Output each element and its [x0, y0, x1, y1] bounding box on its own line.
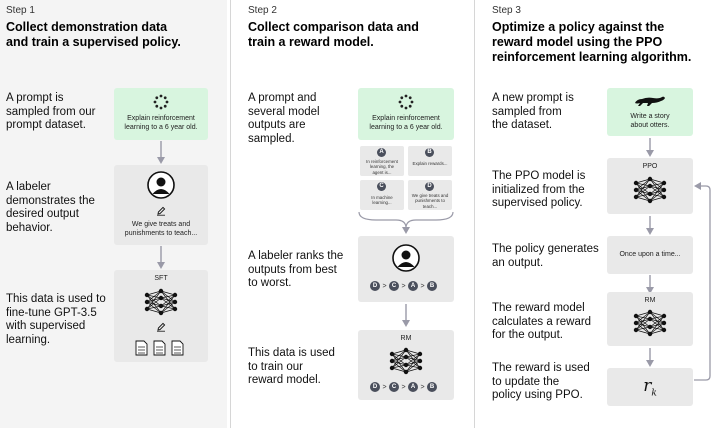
reward-symbol: rk — [643, 376, 657, 399]
step2-output-d: D We give treats and punishments to teac… — [408, 180, 452, 210]
rank-badge: D — [370, 281, 380, 291]
document-stack-icon — [135, 340, 184, 356]
rank-badge: C — [389, 281, 399, 291]
bracket-arrow — [358, 211, 454, 234]
step3-desc-new-prompt: A new prompt is sampled from the dataset… — [492, 92, 574, 131]
arrow-down — [157, 246, 165, 269]
step3-label: Step 3 — [492, 5, 521, 16]
step1-desc-finetune: This data is used to fine-tune GPT-3.5 w… — [6, 293, 106, 346]
step1-prompt-card: Explain reinforcement learning to a 6 ye… — [114, 88, 208, 140]
step2-output-c: C In machine learning... — [360, 180, 404, 210]
rank-separator: > — [382, 383, 387, 391]
arrow-down — [402, 304, 410, 327]
output-text: Explain rewards... — [412, 161, 448, 166]
step3-reward-model-card: RM — [607, 292, 693, 346]
pencil-icon — [157, 322, 166, 332]
column-divider — [474, 0, 475, 428]
step2-title: Collect comparison data and train a rewa… — [248, 20, 419, 49]
pencil-icon — [157, 206, 166, 216]
loading-dots-icon — [153, 94, 169, 110]
step2-desc-sampled: A prompt and several model outputs are s… — [248, 92, 320, 145]
output-text: Once upon a time... — [619, 251, 681, 258]
step2-desc-train: This data is used to train our reward mo… — [248, 347, 335, 386]
output-text: We give treats and punishments to teach.… — [411, 193, 449, 209]
rank-separator: > — [420, 383, 425, 391]
arrow-down — [646, 216, 654, 235]
step2-output-a: A In reinforcement learning, the agent i… — [360, 146, 404, 176]
rm-label: RM — [400, 335, 412, 342]
output-letter-badge: A — [377, 148, 386, 157]
step3-title: Optimize a policy against the reward mod… — [492, 20, 692, 64]
rm-label: RM — [644, 297, 656, 304]
step3-prompt-card: Write a story about otters. — [607, 88, 693, 136]
rank-separator: > — [382, 282, 387, 290]
step1-label: Step 1 — [6, 5, 35, 16]
neural-network-icon — [633, 309, 667, 337]
step3-desc-ppo-init: The PPO model is initialized from the su… — [492, 170, 586, 209]
neural-network-icon — [389, 347, 423, 375]
rank-badge: C — [389, 382, 399, 392]
step3-ppo-model-card: PPO — [607, 158, 693, 214]
feedback-loop-arrow — [694, 182, 711, 381]
output-letter-badge: B — [425, 148, 434, 157]
step2-ranking-card: D > C > A > B — [358, 236, 454, 302]
ranking-order: D > C > A > B — [370, 382, 437, 392]
step2-output-b: B Explain rewards... — [408, 146, 452, 176]
rank-badge: A — [408, 382, 418, 392]
step2-reward-model-card: RM D > C > A > B — [358, 330, 454, 400]
step2-desc-ranks: A labeler ranks the outputs from best to… — [248, 250, 344, 289]
step2-label: Step 2 — [248, 5, 277, 16]
column-divider — [230, 0, 231, 428]
step3-reward-card: rk — [607, 368, 693, 406]
step3-output-card: Once upon a time... — [607, 236, 693, 274]
neural-network-icon — [633, 176, 667, 204]
step3-desc-update: The reward is used to update the policy … — [492, 362, 590, 401]
step1-prompt-text: Explain reinforcement learning to a 6 ye… — [124, 115, 198, 131]
step2-prompt-card: Explain reinforcement learning to a 6 ye… — [358, 88, 454, 140]
step1-sft-model-card: SFT — [114, 270, 208, 362]
step1-desc-labeler: A labeler demonstrates the desired outpu… — [6, 181, 95, 234]
neural-network-icon — [144, 288, 178, 316]
rank-badge: D — [370, 382, 380, 392]
ranking-order: D > C > A > B — [370, 281, 437, 291]
step1-demonstration-text: We give treats and punishments to teach.… — [124, 221, 198, 237]
step3-desc-reward: The reward model calculates a reward for… — [492, 302, 592, 341]
loading-dots-icon — [398, 94, 414, 110]
arrow-down — [646, 138, 654, 157]
otter-icon — [635, 96, 665, 106]
rank-badge: B — [427, 281, 437, 291]
rank-separator: > — [401, 282, 406, 290]
output-letter-badge: C — [377, 182, 386, 191]
rank-badge: B — [427, 382, 437, 392]
ppo-label: PPO — [642, 163, 658, 170]
rank-separator: > — [420, 282, 425, 290]
step2-prompt-text: Explain reinforcement learning to a 6 ye… — [369, 115, 443, 131]
sft-label: SFT — [154, 275, 168, 282]
output-text: In machine learning... — [371, 195, 393, 206]
step1-desc-prompt: A prompt is sampled from our prompt data… — [6, 92, 96, 131]
labeler-person-icon — [147, 171, 175, 199]
step1-title: Collect demonstration data and train a s… — [6, 20, 181, 49]
output-text: In reinforcement learning, the agent is.… — [366, 159, 398, 175]
output-letter-badge: D — [425, 182, 434, 191]
rank-badge: A — [408, 281, 418, 291]
step3-prompt-text: Write a story about otters. — [630, 113, 670, 129]
labeler-person-icon — [392, 244, 420, 272]
step1-demonstration-card: We give treats and punishments to teach.… — [114, 165, 208, 245]
arrow-down — [157, 141, 165, 164]
rank-separator: > — [401, 383, 406, 391]
arrow-down — [646, 275, 654, 294]
arrow-down — [646, 348, 654, 367]
step3-desc-generate: The policy generates an output. — [492, 243, 599, 269]
